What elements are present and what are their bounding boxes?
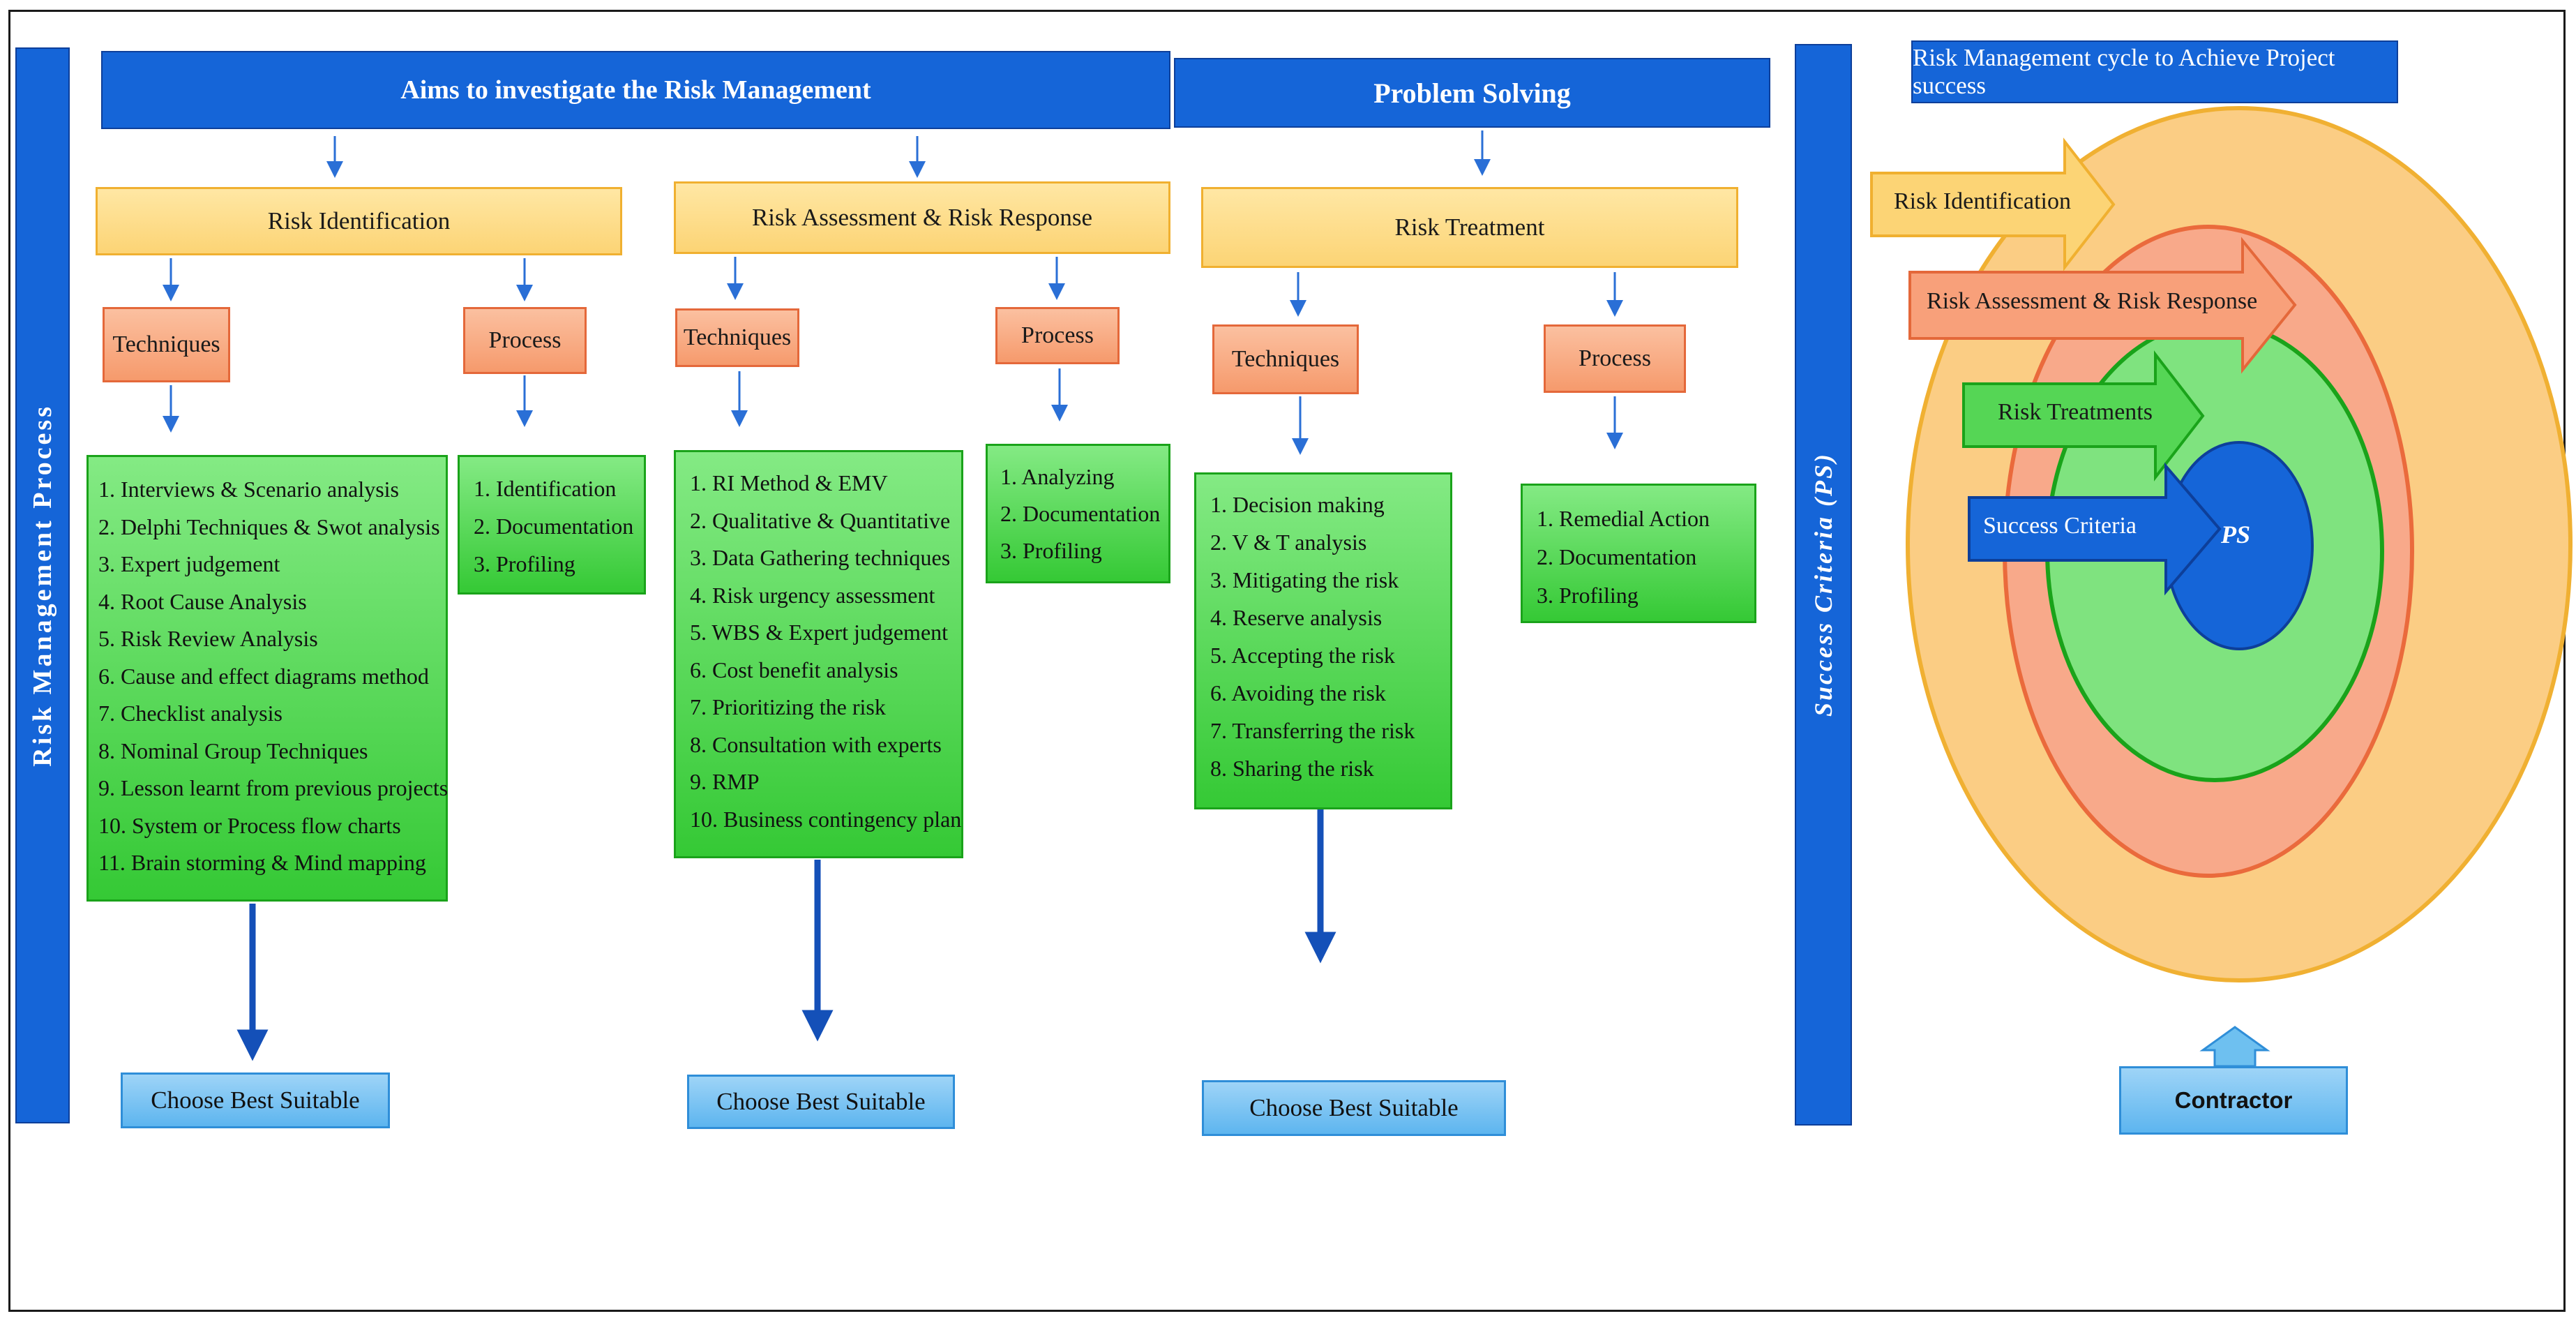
diagram-frame — [8, 10, 2566, 1312]
list-item: 10. System or Process flow charts — [98, 812, 401, 838]
list-item: 1. Identification — [474, 476, 617, 501]
process-box-3: Process — [1544, 324, 1686, 393]
list-item: 5. Risk Review Analysis — [98, 626, 318, 651]
list-item: 1. Interviews & Scenario analysis — [98, 477, 399, 502]
list-item: 10. Business contingency plan — [690, 806, 962, 832]
process-list-2: 1. Analyzing 2. Documentation 3. Profili… — [986, 444, 1170, 583]
risk-treatment-box: Risk Treatment — [1201, 187, 1738, 268]
choose-best-suitable-2: Choose Best Suitable — [687, 1075, 955, 1129]
techniques-box-2: Techniques — [675, 308, 799, 367]
list-item: 7. Transferring the risk — [1210, 718, 1415, 743]
techniques-box-3: Techniques — [1212, 324, 1359, 394]
list-item: 11. Brain storming & Mind mapping — [98, 850, 426, 875]
list-item: 4. Reserve analysis — [1210, 605, 1383, 630]
list-item: 9. Lesson learnt from previous projects — [98, 775, 449, 800]
risk-management-process-bar: Risk Management Process — [15, 47, 70, 1123]
list-item: 2. Qualitative & Quantitative — [690, 507, 951, 533]
choose-best-suitable-3: Choose Best Suitable — [1202, 1080, 1506, 1136]
list-item: 3. Profiling — [1537, 583, 1639, 608]
list-item: 1. Analyzing — [1000, 464, 1115, 489]
arrow-success-criteria — [1968, 462, 2222, 596]
list-item: 7. Checklist analysis — [98, 701, 283, 726]
header-aims: Aims to investigate the Risk Management — [101, 51, 1170, 129]
risk-assessment-box: Risk Assessment & Risk Response — [674, 181, 1170, 254]
list-item: 2. Documentation — [1000, 501, 1161, 526]
list-item: 8. Nominal Group Techniques — [98, 738, 368, 763]
risk-identification-box: Risk Identification — [96, 187, 622, 255]
header-problem-solving: Problem Solving — [1174, 58, 1770, 128]
list-item: 5. WBS & Expert judgement — [690, 620, 949, 645]
list-item: 6. Avoiding the risk — [1210, 680, 1386, 705]
cycle-label-risk-assessment: Risk Assessment & Risk Response — [1927, 288, 2258, 314]
contractor-up-arrow — [2199, 1026, 2270, 1068]
techniques-list-3: 1. Decision making 2. V & T analysis 3. … — [1194, 472, 1452, 809]
techniques-box-1: Techniques — [103, 307, 230, 382]
list-item: 3. Expert judgement — [98, 551, 280, 576]
list-item: 1. Remedial Action — [1537, 506, 1710, 531]
list-item: 2. Documentation — [1537, 544, 1697, 569]
list-item: 7. Prioritizing the risk — [690, 694, 886, 719]
techniques-list-2: 1. RI Method & EMV 2. Qualitative & Quan… — [674, 450, 963, 858]
process-list-3: 1. Remedial Action 2. Documentation 3. P… — [1521, 484, 1756, 623]
arrow-risk-treatments — [1962, 350, 2205, 481]
cycle-label-success-criteria: Success Criteria — [1983, 513, 2137, 539]
list-item: 3. Profiling — [1000, 538, 1102, 563]
list-item: 1. RI Method & EMV — [690, 470, 888, 495]
list-item: 2. Documentation — [474, 514, 634, 539]
list-item: 3. Data Gathering techniques — [690, 545, 951, 570]
list-item: 6. Cause and effect diagrams method — [98, 663, 429, 689]
process-list-1: 1. Identification 2. Documentation 3. Pr… — [458, 455, 646, 595]
choose-best-suitable-1: Choose Best Suitable — [121, 1072, 390, 1128]
list-item: 3. Profiling — [474, 551, 575, 576]
list-item: 8. Sharing the risk — [1210, 756, 1374, 781]
cycle-title: Risk Management cycle to Achieve Project… — [1911, 40, 2398, 103]
cycle-label-risk-treatments: Risk Treatments — [1998, 399, 2153, 425]
success-criteria-bar: Success Criteria (PS) — [1795, 44, 1852, 1126]
process-box-2: Process — [995, 307, 1120, 364]
list-item: 1. Decision making — [1210, 492, 1385, 517]
list-item: 4. Root Cause Analysis — [98, 588, 307, 614]
list-item: 5. Accepting the risk — [1210, 643, 1395, 668]
list-item: 9. RMP — [690, 769, 760, 794]
arrow-risk-assessment — [1908, 237, 2297, 374]
cycle-center-ps: PS — [2221, 521, 2251, 548]
list-item: 2. Delphi Techniques & Swot analysis — [98, 514, 440, 539]
list-item: 2. V & T analysis — [1210, 530, 1367, 555]
list-item: 8. Consultation with experts — [690, 731, 942, 757]
list-item: 6. Cost benefit analysis — [690, 657, 898, 682]
list-item: 4. Risk urgency assessment — [690, 582, 935, 608]
cycle-label-risk-identification: Risk Identification — [1894, 188, 2072, 214]
list-item: 3. Mitigating the risk — [1210, 567, 1399, 592]
process-box-1: Process — [463, 307, 587, 374]
contractor-box: Contractor — [2119, 1066, 2348, 1135]
techniques-list-1: 1. Interviews & Scenario analysis 2. Del… — [86, 455, 448, 902]
arrow-risk-identification — [1870, 137, 2116, 271]
